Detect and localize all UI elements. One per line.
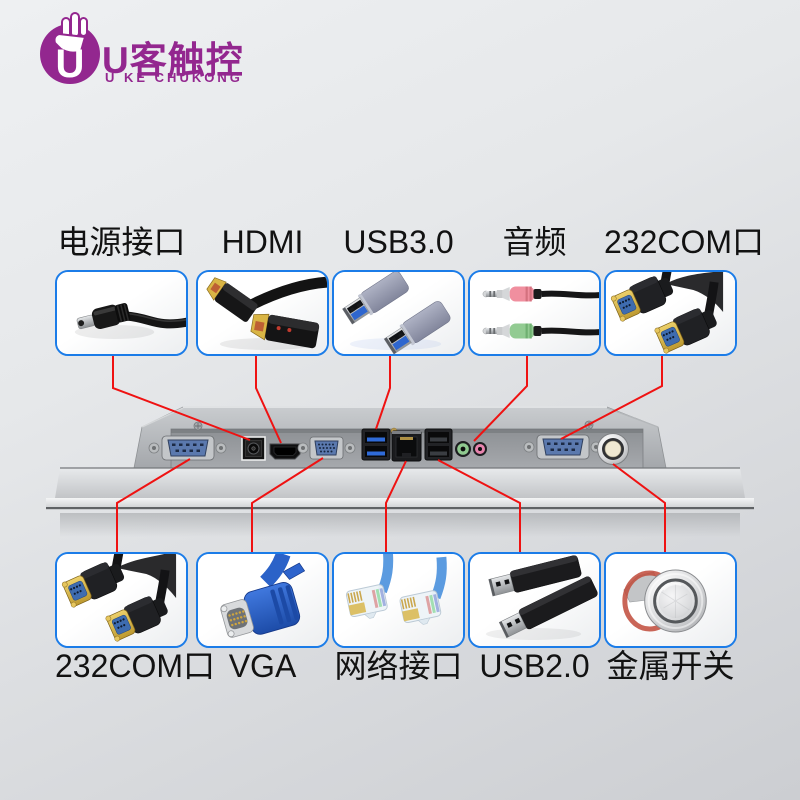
photo-box-lan xyxy=(332,552,465,648)
mic-in-pink-jack xyxy=(473,442,487,456)
lan-rj45-port xyxy=(391,430,422,462)
photo-box-com232-bottom xyxy=(55,552,188,648)
usb3-plugs-photo xyxy=(334,272,463,354)
label-com232-top: 232COM口 xyxy=(604,224,765,260)
db9-serial-plugs-photo xyxy=(606,272,735,354)
device-reflection xyxy=(60,513,740,537)
photo-box-usb2 xyxy=(468,552,601,648)
audio-out-green-jack xyxy=(455,441,471,457)
label-hdmi: HDMI xyxy=(221,224,304,260)
db9-serial-plugs-photo xyxy=(57,554,186,646)
label-vga: VGA xyxy=(228,648,297,684)
dc-power-plug-photo xyxy=(57,272,186,354)
com-rs232-left-port xyxy=(148,435,227,461)
photo-box-com232-top xyxy=(604,270,737,356)
label-power-port: 电源接口 xyxy=(57,224,186,260)
label-usb2: USB2.0 xyxy=(479,648,590,684)
audio-plug-green xyxy=(482,323,599,339)
brand-name-cn: U客触控 xyxy=(102,40,244,81)
photo-box-hdmi xyxy=(196,270,329,356)
usb3-dual-port xyxy=(361,428,391,461)
device-front-bezel xyxy=(55,468,745,498)
photo-box-power xyxy=(55,270,188,356)
vga-plug-photo xyxy=(198,554,327,646)
audio-plug-pink xyxy=(482,286,599,302)
label-audio: 音频 xyxy=(502,224,567,260)
panel-screw-right xyxy=(584,420,594,430)
audio-jack-plugs-photo xyxy=(470,272,599,354)
panel-screw-left xyxy=(193,421,203,431)
rj45-plugs-photo xyxy=(334,554,463,646)
hdmi-plugs-photo xyxy=(198,272,327,354)
usb2-dual-port xyxy=(424,428,453,461)
usb2-plugs-photo xyxy=(470,554,599,646)
vga-in-port xyxy=(297,436,356,460)
brand-name-en: U KE CHUKONG xyxy=(105,70,243,85)
dc-power-in-port xyxy=(241,436,266,461)
photo-box-metal-switch xyxy=(604,552,737,648)
metal-power-switch xyxy=(597,433,629,465)
hdmi-in-port xyxy=(269,443,301,460)
photo-box-vga xyxy=(196,552,329,648)
logo-letter: U xyxy=(55,42,85,86)
photo-box-usb3 xyxy=(332,270,465,356)
label-metal-switch: 金属开关 xyxy=(606,648,735,684)
touch-hand-icon xyxy=(53,12,88,54)
label-com232-bottom: 232COM口 xyxy=(55,648,216,684)
brand-logo: U U客触控 U KE CHUKONG xyxy=(14,10,244,94)
panel-pc-rear-view xyxy=(46,406,754,537)
metal-switch-photo xyxy=(606,554,735,646)
photo-box-audio xyxy=(468,270,601,356)
brand-logo-mark xyxy=(40,12,100,84)
label-lan: 网络接口 xyxy=(334,648,463,684)
device-front-edge xyxy=(46,498,754,507)
label-usb3: USB3.0 xyxy=(343,224,454,260)
